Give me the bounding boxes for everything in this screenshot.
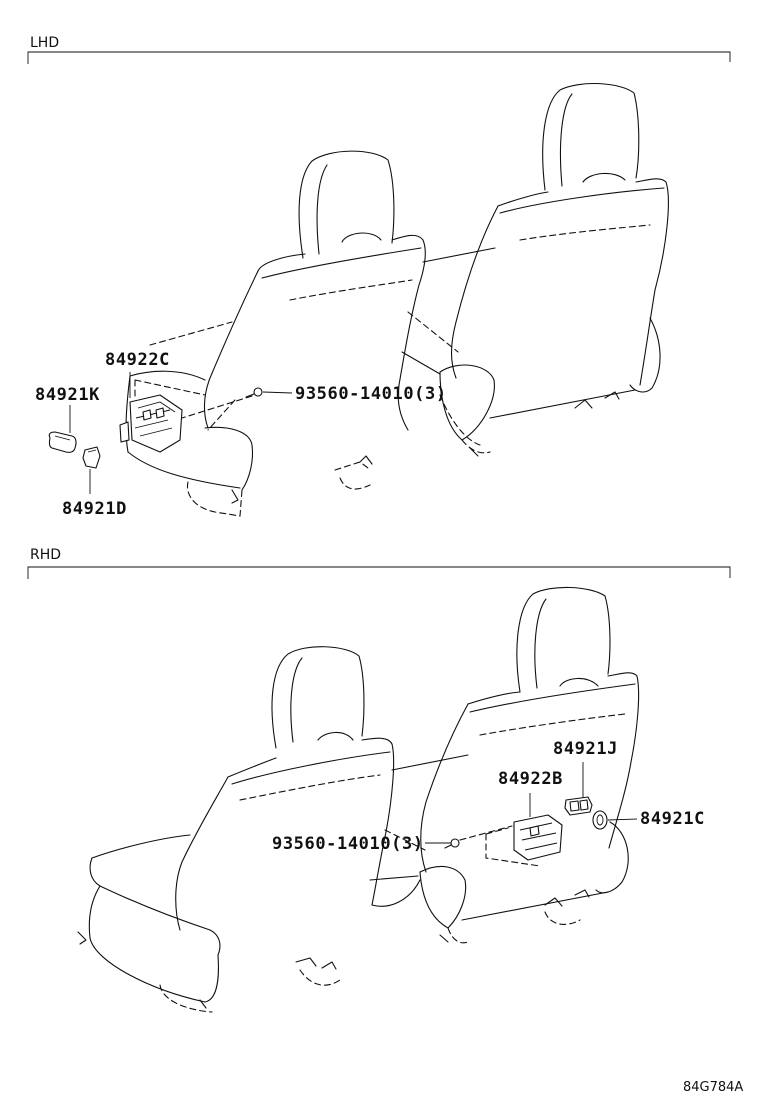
lhd-section: LHD (27, 35, 731, 519)
lhd-section-bracket (27, 51, 731, 64)
lhd-section-title: LHD (30, 35, 59, 51)
rhd-label-knob-j: 84921J (553, 739, 618, 759)
rhd-section-bracket (27, 566, 731, 579)
rhd-knob-c (592, 810, 608, 830)
lhd-front-seat (125, 150, 426, 517)
rhd-knob-j (564, 796, 593, 816)
lhd-label-knob-d: 84921D (62, 499, 127, 519)
lhd-knob-d (82, 446, 101, 469)
lhd-knob-k (48, 431, 77, 453)
lhd-leader-lines (69, 372, 293, 494)
rhd-left-seat (77, 646, 395, 1013)
lhd-switch-module (119, 379, 206, 453)
rhd-leader-lines (425, 762, 638, 844)
diagram-code: 84G784A (683, 1080, 743, 1095)
lhd-label-screw: 93560-14010(3) (295, 384, 447, 404)
lhd-label-knob-k: 84921K (35, 385, 100, 405)
rhd-section-title: RHD (30, 547, 61, 563)
rhd-screw (444, 825, 513, 849)
rhd-section: RHD (27, 547, 731, 1013)
lhd-rear-seat (439, 82, 669, 457)
rhd-label-screw: 93560-14010(3) (272, 834, 424, 854)
lhd-console-lines (149, 247, 496, 375)
rhd-label-switch: 84922B (498, 769, 563, 789)
rhd-right-seat (419, 586, 640, 944)
lhd-label-switch: 84922C (105, 350, 170, 370)
rhd-label-knob-c: 84921C (640, 809, 705, 829)
rhd-switch-module (485, 814, 563, 867)
lhd-screw (181, 387, 263, 419)
rhd-console-lines (369, 754, 469, 907)
